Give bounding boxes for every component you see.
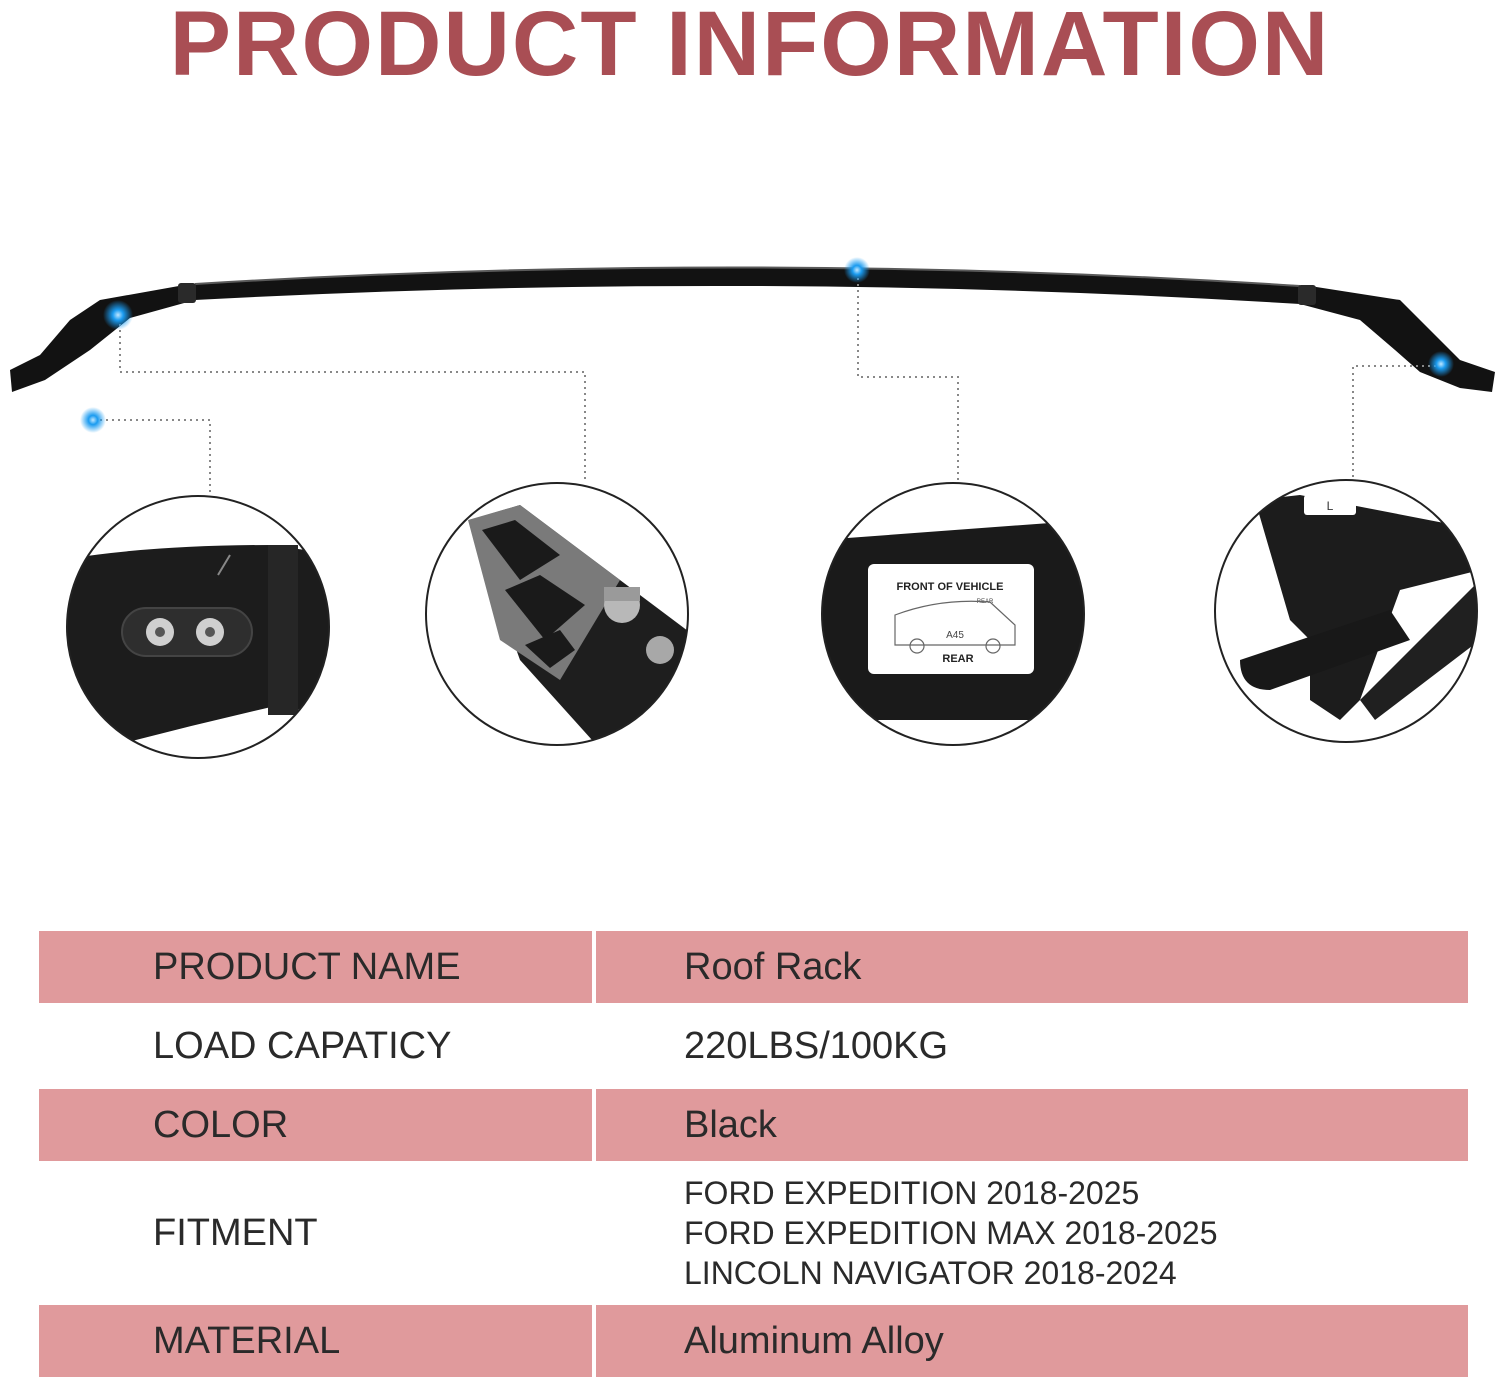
spec-value: Aluminum Alloy bbox=[596, 1305, 1468, 1377]
spec-value: Roof Rack bbox=[596, 931, 1468, 1003]
leader-lines bbox=[94, 272, 1442, 495]
roof-rack-illustration: FRONT OF VEHICLE REAR A45 REAR L bbox=[10, 257, 1495, 759]
crossbar bbox=[10, 266, 1495, 392]
fitment-line: FORD EXPEDITION MAX 2018-2025 bbox=[684, 1215, 1218, 1251]
marker-dot bbox=[103, 300, 133, 330]
page-title: PRODUCT INFORMATION bbox=[169, 0, 1331, 95]
spec-row-color: COLOR Black bbox=[39, 1089, 1468, 1161]
spec-value-fitment: FORD EXPEDITION 2018-2025 FORD EXPEDITIO… bbox=[596, 1161, 1468, 1305]
spec-label: FITMENT bbox=[153, 1211, 318, 1254]
marker-dot bbox=[80, 407, 106, 433]
fitment-line: FORD EXPEDITION 2018-2025 bbox=[684, 1175, 1140, 1211]
spec-label: PRODUCT NAME bbox=[39, 931, 592, 1003]
detail-sticker: FRONT OF VEHICLE REAR A45 REAR bbox=[821, 482, 1085, 746]
spec-label: COLOR bbox=[39, 1089, 592, 1161]
detail-bracket: L bbox=[1214, 479, 1478, 743]
marker-dot bbox=[844, 257, 870, 283]
sticker-rear-text: REAR bbox=[942, 653, 973, 665]
spec-label: MATERIAL bbox=[39, 1305, 592, 1377]
sticker-code-text: A45 bbox=[946, 630, 964, 641]
detail-profile bbox=[425, 482, 689, 746]
detail-bolts bbox=[66, 495, 330, 759]
fitment-line: LINCOLN NAVIGATOR 2018-2024 bbox=[684, 1255, 1177, 1291]
spec-row-material: MATERIAL Aluminum Alloy bbox=[39, 1305, 1468, 1377]
sticker-front-text: FRONT OF VEHICLE bbox=[897, 581, 1004, 593]
side-tag-text: L bbox=[1327, 499, 1334, 513]
spec-label: LOAD CAPATICY bbox=[153, 1024, 452, 1067]
spec-row-fitment: FITMENT FORD EXPEDITION 2018-2025 FORD E… bbox=[39, 1161, 1468, 1305]
marker-dot bbox=[1428, 351, 1454, 377]
spec-row-product-name: PRODUCT NAME Roof Rack bbox=[39, 931, 1468, 1003]
spec-value: 220LBS/100KG bbox=[684, 1024, 949, 1067]
spec-row-load-capacity: LOAD CAPATICY 220LBS/100KG bbox=[39, 1003, 1468, 1089]
spec-table: PRODUCT NAME Roof Rack LOAD CAPATICY 220… bbox=[39, 931, 1468, 1377]
spec-value: Black bbox=[596, 1089, 1468, 1161]
